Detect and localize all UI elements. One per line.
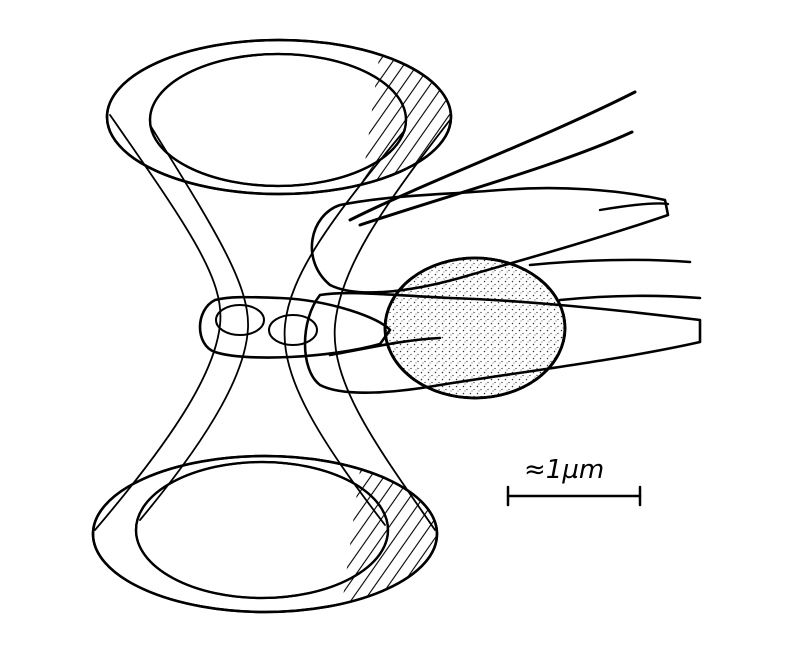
hatched-spot-left: [215, 304, 265, 336]
right-strand-3: [598, 202, 670, 212]
focal-plane: [198, 295, 392, 359]
fiber-strand-1: [348, 90, 637, 222]
scale-bar-label: ≈1µm: [524, 455, 604, 485]
right-strand-1: [528, 258, 692, 267]
hatched-spot-right: [268, 314, 318, 346]
cone-edges: [94, 114, 451, 531]
tether-line: [328, 336, 442, 357]
bottom-beam-ellipse: [91, 454, 439, 614]
trapped-cell: [303, 90, 702, 400]
scale-bar: ≈1µm: [506, 455, 642, 507]
right-strand-2: [558, 294, 702, 302]
fiber-strand-2: [358, 130, 634, 227]
upper-lobe: [310, 186, 670, 294]
